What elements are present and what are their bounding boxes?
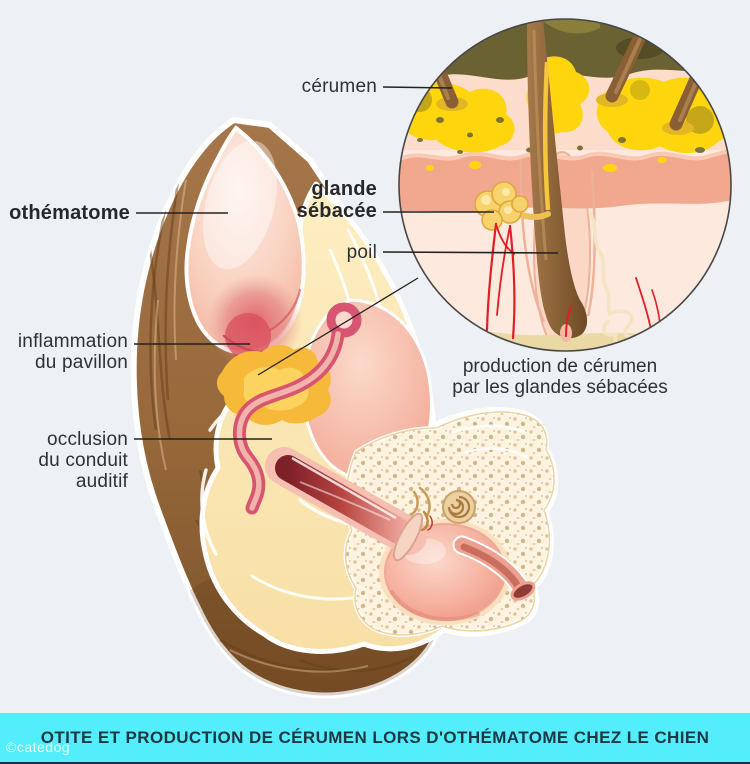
inset-epidermis-band — [399, 152, 731, 213]
label-inflammation-line1: inflammation — [17, 331, 128, 352]
title-banner: OTITE ET PRODUCTION DE CÉRUMEN LORS D'OT… — [0, 713, 750, 762]
inset-sebaceous-gland — [474, 181, 551, 231]
label-occlusion-line1: occlusion — [46, 429, 128, 450]
othematoma-highlight — [202, 140, 278, 270]
inset-caption-line1: production de cérumen — [462, 356, 658, 377]
magnified-skin-inset — [398, 18, 732, 352]
label-occlusion-line2: du conduit — [38, 450, 128, 471]
label-sebaceous-gland-line1: glande — [311, 178, 377, 200]
label-inflammation: inflammation du pavillon — [0, 331, 128, 373]
leader-lines — [134, 86, 559, 440]
label-sebaceous-gland-line2: sébacée — [296, 200, 377, 222]
label-occlusion: occlusion du conduit auditif — [0, 429, 128, 492]
label-othematoma: othématome — [9, 202, 130, 224]
leader-line-hair — [382, 251, 559, 254]
inset-caption: production de cérumen par les glandes sé… — [410, 356, 710, 398]
inset-cerumen-layer — [399, 56, 730, 172]
eardrum — [392, 512, 424, 562]
ear-canal-occluded — [233, 302, 362, 515]
watermark: ©catedog — [6, 739, 71, 755]
ear-illustration — [130, 117, 559, 699]
ear-canal-horizontal — [265, 447, 427, 555]
leader-line-cerumen — [382, 86, 453, 89]
label-cerumen: cérumen — [301, 76, 377, 97]
label-sebaceous-gland: glande sébacée — [247, 178, 377, 222]
inset-hair-follicle — [519, 19, 596, 342]
ossicles — [410, 486, 433, 532]
inset-caption-line2: par les glandes sébacées — [452, 377, 668, 398]
label-hair: poil — [346, 242, 377, 263]
label-inflammation-line2: du pavillon — [34, 352, 128, 373]
label-occlusion-line3: auditif — [75, 471, 128, 492]
banner-title: OTITE ET PRODUCTION DE CÉRUMEN LORS D'OT… — [40, 727, 710, 747]
magnifier-connector-line — [257, 277, 419, 376]
eustachian-tube — [452, 535, 536, 601]
cochlea — [442, 490, 476, 524]
magnifier-circle — [398, 18, 732, 352]
banner-underline — [0, 762, 750, 764]
